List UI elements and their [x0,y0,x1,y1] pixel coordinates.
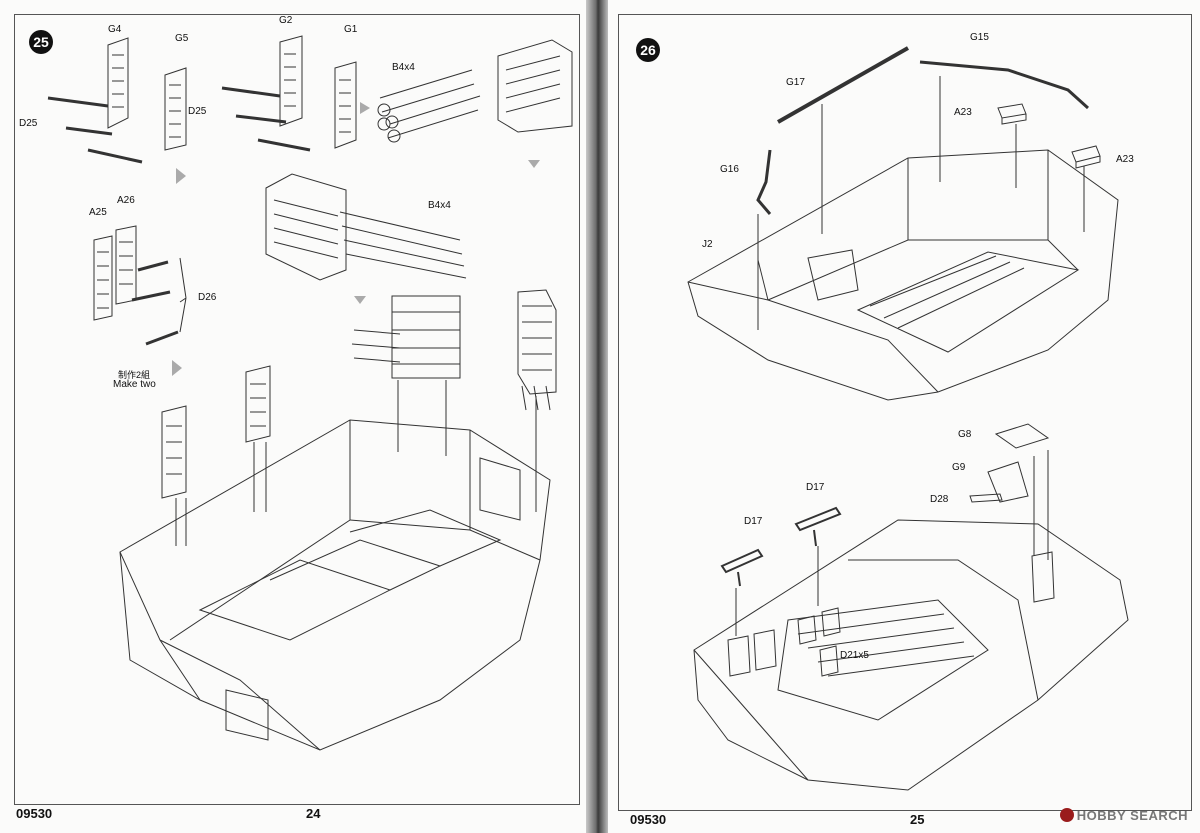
handle-g16 [756,149,772,215]
rack-with-shells-center [351,295,461,379]
part-label-g9: G9 [952,462,966,473]
part-label-a23: A23 [1116,154,1134,165]
rack-assembled-middle [265,173,467,281]
rack-a26 [115,225,137,305]
book-gutter [586,0,608,833]
part-label-j2: J2 [702,239,713,250]
instruction-page-left: 25 G4 G5 G2 G1 D25 D25 B4x4 B4x4 A25 A26… [0,0,586,833]
part-label-a23: A23 [954,107,972,118]
step-26-assembly-drawing [687,46,1129,791]
page-number: 25 [910,812,925,827]
part-label-g5: G5 [175,33,189,44]
part-label-d17: D17 [806,482,825,493]
part-label-d25: D25 [188,106,207,117]
part-label-g4: G4 [108,24,122,35]
rack-g4 [107,37,129,129]
hobby-search-watermark: HOBBY SEARCH [1059,808,1188,823]
hobby-search-logo-icon [1059,808,1074,822]
step-number-badge: 26 [636,38,660,62]
hull-interior-left [119,419,551,751]
part-label-d28: D28 [930,494,949,505]
rack-g1 [334,61,357,149]
rail-g15 [919,60,1090,110]
smg-d17-b [794,506,842,547]
note-make-two-en: Make two [113,379,156,390]
rack-assembled-top [497,39,573,133]
step-number-badge: 25 [29,30,53,54]
rack-a25 [93,235,113,321]
hull-upper [687,149,1119,401]
rack-g5 [164,67,187,151]
part-label-g8: G8 [958,429,972,440]
smg-d17-a [720,548,764,587]
watermark-text: HOBBY SEARCH [1076,808,1188,823]
shells-b4x4-top [377,69,481,143]
part-label-a25: A25 [89,207,107,218]
part-label-d25: D25 [19,118,38,129]
part-label-a26: A26 [117,195,135,206]
part-label-d17: D17 [744,516,763,527]
part-label-g1: G1 [344,24,358,35]
part-d28 [969,493,1003,503]
part-label-g17: G17 [786,77,805,88]
hull-racks [161,365,271,499]
part-g8 [994,423,1050,449]
step-25-assembly-drawing [47,35,573,751]
part-label-b4x4: B4x4 [392,62,415,73]
rack-g2 [279,35,303,127]
note-make-two-cn: 制作2組 [118,370,151,380]
catalog-code: 09530 [16,806,53,821]
rail-g17 [777,46,909,124]
page-number: 24 [306,806,321,821]
part-label-b4x4: B4x4 [428,200,451,211]
part-label-d26: D26 [198,292,217,303]
part-g9 [987,461,1029,503]
part-label-g15: G15 [970,32,989,43]
shells-rack-right [517,289,557,411]
page-frame [14,14,580,805]
part-label-g2: G2 [279,15,293,26]
instruction-page-right: 26 G15 G17 G16 J2 A23 A23 G8 G9 D28 D17 … [608,0,1200,833]
part-label-d21x5: D21x5 [840,650,869,661]
page-frame [618,14,1192,811]
part-label-g16: G16 [720,164,739,175]
hull-lower [693,519,1129,791]
catalog-code: 09530 [630,812,667,827]
